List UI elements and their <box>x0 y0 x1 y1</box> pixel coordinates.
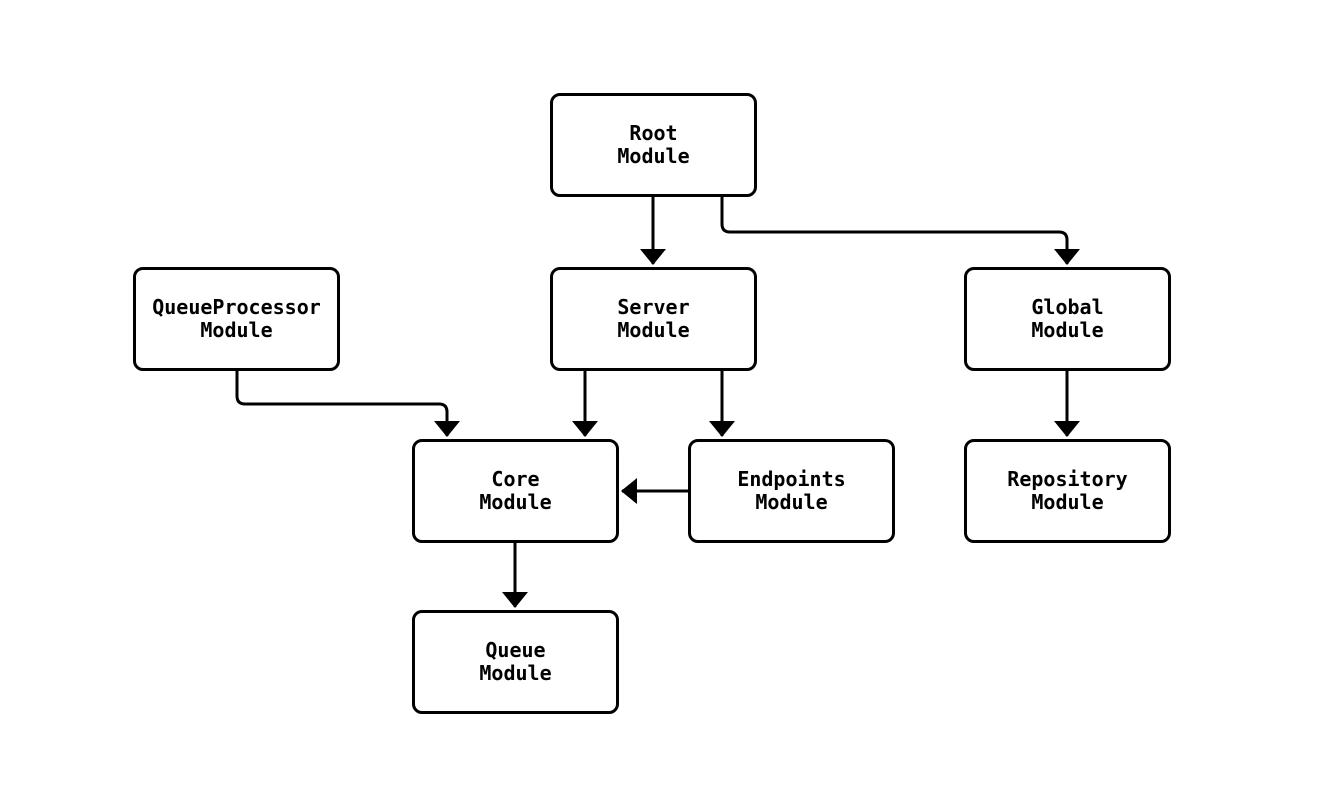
node-global-module: Global Module <box>964 267 1171 371</box>
node-label: Repository Module <box>1007 467 1128 514</box>
node-root-module: Root Module <box>550 93 757 197</box>
node-label: QueueProcessor Module <box>152 295 321 342</box>
node-queue-module: Queue Module <box>412 610 619 714</box>
node-server-module: Server Module <box>550 267 757 371</box>
node-label: Queue Module <box>479 638 552 685</box>
edge-root-module-to-global-module <box>720 197 1080 265</box>
edges-group <box>235 197 1080 608</box>
node-label: Global Module <box>1031 295 1104 342</box>
edge-queueprocessor-module-to-core-module <box>235 371 460 437</box>
node-label: Root Module <box>617 121 690 168</box>
node-label: Core Module <box>479 467 552 514</box>
node-core-module: Core Module <box>412 439 619 543</box>
node-label: Endpoints Module <box>737 467 846 514</box>
node-label: Server Module <box>617 295 690 342</box>
node-endpoints-module: Endpoints Module <box>688 439 895 543</box>
node-queueprocessor-module: QueueProcessor Module <box>133 267 340 371</box>
node-repository-module: Repository Module <box>964 439 1171 543</box>
